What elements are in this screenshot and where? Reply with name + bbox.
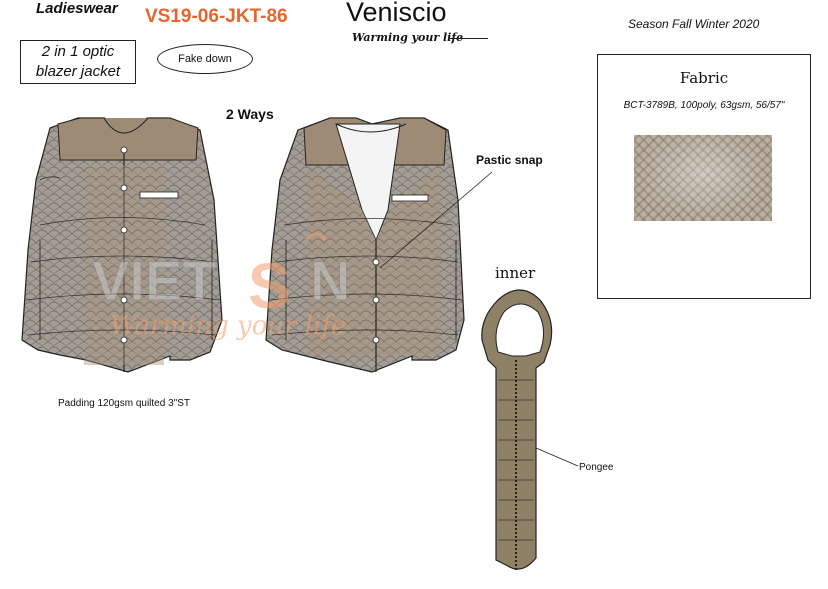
fabric-spec: BCT-3789B, 100poly, 63gsm, 56/57" <box>623 100 785 111</box>
two-ways-label: 2 Ways <box>226 106 274 122</box>
fabric-swatch <box>634 135 772 221</box>
watermark-text-mid: S <box>248 250 291 322</box>
style-name-line-2: blazer jacket <box>35 63 121 80</box>
inner-label: inner <box>495 264 536 282</box>
fabric-panel: Fabric BCT-3789B, 100poly, 63gsm, 56/57" <box>597 54 811 299</box>
watermark-text-right: N <box>310 249 350 312</box>
watermark-logo: VIET S N Warming your life <box>92 232 351 341</box>
style-name-box: 2 in 1 optic blazer jacket <box>20 40 136 84</box>
tagline-rule <box>448 38 488 39</box>
watermark-text-left: VIET <box>92 249 216 312</box>
snap-callout: Pastic snap <box>476 153 543 167</box>
watermark-tagline: Warming your life <box>110 311 346 341</box>
style-name-line-1: 2 in 1 optic <box>41 43 115 60</box>
watermark-swoosh-icon <box>304 232 328 242</box>
brand-tagline: Warming your life <box>352 31 464 44</box>
season-label: Season Fall Winter 2020 <box>628 17 760 31</box>
category-label: Ladieswear <box>36 0 118 17</box>
style-code: VS19-06-JKT-86 <box>145 6 288 27</box>
padding-note: Padding 120gsm quilted 3"ST <box>58 398 190 409</box>
pongee-callout: Pongee <box>579 462 614 473</box>
open-view-jacket <box>265 117 493 373</box>
front-view-jacket <box>21 117 223 373</box>
fake-down-callout: Fake down <box>157 44 253 74</box>
inner-vest <box>481 289 579 572</box>
fabric-title: Fabric <box>679 69 729 87</box>
brand-logo: Veniscio <box>346 0 447 27</box>
